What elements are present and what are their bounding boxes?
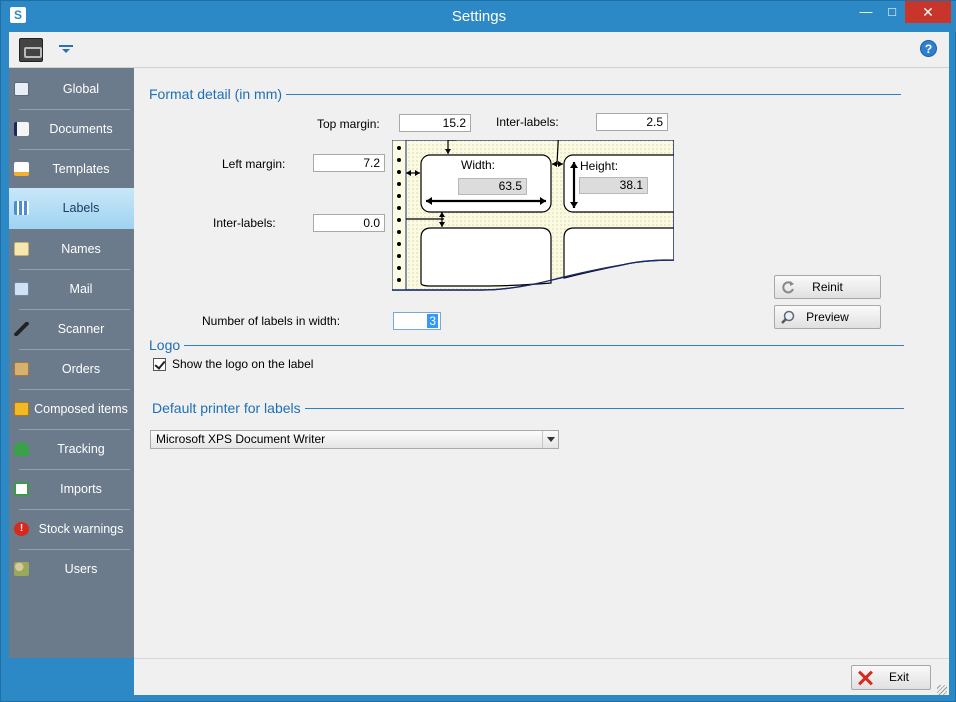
settings-content: Format detail (in mm) xyxy=(134,68,949,658)
top-margin-input[interactable]: 15.2 xyxy=(399,114,471,132)
sidebar-item-label: Scanner xyxy=(57,322,105,336)
names-icon xyxy=(14,242,29,256)
documents-icon xyxy=(14,122,29,136)
height-value: 38.1 xyxy=(579,177,648,194)
sidebar-item-documents[interactable]: Documents xyxy=(9,109,134,150)
scanner-icon xyxy=(14,322,29,336)
chevron-down-icon[interactable] xyxy=(542,431,558,448)
imports-icon xyxy=(14,482,29,496)
sidebar-item-label: Global xyxy=(62,82,100,96)
width-value: 63.5 xyxy=(458,178,527,195)
toolbar: ? xyxy=(9,32,949,68)
sidebar-item-label: Imports xyxy=(60,482,102,496)
sidebar-item-mail[interactable]: Mail xyxy=(9,269,134,310)
section-divider xyxy=(150,94,901,95)
sidebar-item-stock-warnings[interactable]: ! Stock warnings xyxy=(9,509,134,550)
sidebar-item-tracking[interactable]: Tracking xyxy=(9,429,134,470)
format-section-title: Format detail (in mm) xyxy=(149,86,287,102)
title-bar: S Settings — □ ✕ xyxy=(1,1,956,32)
tracking-icon xyxy=(14,442,29,456)
sidebar: Global Documents Templates Labels Names … xyxy=(9,68,134,658)
reinit-button[interactable]: Reinit xyxy=(774,275,881,299)
printer-section-title: Default printer for labels xyxy=(152,400,305,416)
exit-button-label: Exit xyxy=(888,670,909,684)
inter-labels-horizontal-label: Inter-labels: xyxy=(496,115,559,129)
app-icon: S xyxy=(10,7,26,23)
show-logo-checkbox[interactable] xyxy=(153,358,166,371)
global-icon xyxy=(14,82,29,96)
label-layout-diagram xyxy=(392,140,674,291)
logo-section-title: Logo xyxy=(149,337,185,353)
users-icon xyxy=(14,562,29,576)
sidebar-item-orders[interactable]: Orders xyxy=(9,349,134,390)
height-label: Height: xyxy=(580,159,619,173)
sidebar-item-templates[interactable]: Templates xyxy=(9,149,134,190)
magnifier-icon xyxy=(781,310,795,324)
sidebar-item-label: Tracking xyxy=(57,442,105,456)
section-divider xyxy=(150,345,904,346)
maximize-button[interactable]: □ xyxy=(888,4,896,19)
templates-icon xyxy=(14,162,29,176)
divider xyxy=(19,429,130,430)
sidebar-item-label: Documents xyxy=(49,122,113,136)
left-margin-label: Left margin: xyxy=(222,157,286,171)
scanner-tool-icon[interactable] xyxy=(19,38,43,62)
resize-grip[interactable] xyxy=(937,685,947,695)
divider xyxy=(19,269,130,270)
divider xyxy=(19,149,130,150)
inter-labels-vertical-label: Inter-labels: xyxy=(213,216,276,230)
divider xyxy=(19,349,130,350)
refresh-icon xyxy=(782,281,794,294)
divider xyxy=(19,389,130,390)
section-divider xyxy=(153,408,904,409)
mail-icon xyxy=(14,282,29,296)
inter-labels-vertical-input[interactable]: 0.0 xyxy=(313,214,385,232)
composed-items-icon xyxy=(14,402,29,416)
sidebar-item-label: Stock warnings xyxy=(38,522,124,536)
minimize-button[interactable]: — xyxy=(859,4,873,19)
sidebar-item-users[interactable]: Users xyxy=(9,549,134,589)
show-logo-label: Show the logo on the label xyxy=(172,357,314,371)
bottom-bar: Exit xyxy=(134,658,949,695)
divider xyxy=(19,309,130,310)
quick-access-dropdown-icon[interactable] xyxy=(57,42,75,56)
default-printer-select[interactable]: Microsoft XPS Document Writer xyxy=(150,430,559,449)
divider xyxy=(19,509,130,510)
sidebar-item-composed-items[interactable]: Composed items xyxy=(9,389,134,430)
divider xyxy=(19,549,130,550)
sidebar-item-label: Orders xyxy=(61,362,101,376)
sidebar-item-labels[interactable]: Labels xyxy=(9,188,134,229)
sidebar-item-scanner[interactable]: Scanner xyxy=(9,309,134,350)
sidebar-item-names[interactable]: Names xyxy=(9,229,134,270)
sidebar-item-imports[interactable]: Imports xyxy=(9,469,134,510)
divider xyxy=(19,109,130,110)
preview-button-label: Preview xyxy=(806,310,849,324)
labels-in-width-input[interactable]: 3 xyxy=(393,312,441,330)
sidebar-item-label: Composed items xyxy=(34,402,128,416)
divider xyxy=(19,469,130,470)
sidebar-item-label: Labels xyxy=(62,201,100,215)
width-label: Width: xyxy=(461,158,496,172)
left-margin-input[interactable]: 7.2 xyxy=(313,154,385,172)
close-button[interactable]: ✕ xyxy=(905,1,951,23)
preview-button[interactable]: Preview xyxy=(774,305,881,329)
sidebar-item-global[interactable]: Global xyxy=(9,69,134,110)
stock-warnings-icon: ! xyxy=(14,522,29,536)
labels-in-width-value: 3 xyxy=(427,314,438,328)
top-margin-label: Top margin: xyxy=(317,117,380,131)
orders-icon xyxy=(14,362,29,376)
sidebar-item-label: Mail xyxy=(69,282,93,296)
window-title: Settings xyxy=(451,8,507,25)
sidebar-item-label: Names xyxy=(61,242,101,256)
help-icon[interactable]: ? xyxy=(920,40,937,57)
sidebar-item-label: Users xyxy=(64,562,98,576)
inter-labels-horizontal-input[interactable]: 2.5 xyxy=(596,113,668,131)
labels-in-width-label: Number of labels in width: xyxy=(202,314,341,328)
default-printer-value: Microsoft XPS Document Writer xyxy=(156,432,326,446)
sidebar-item-label: Templates xyxy=(52,162,110,176)
exit-button[interactable]: Exit xyxy=(851,665,931,690)
reinit-button-label: Reinit xyxy=(812,280,843,294)
labels-icon xyxy=(14,201,29,215)
